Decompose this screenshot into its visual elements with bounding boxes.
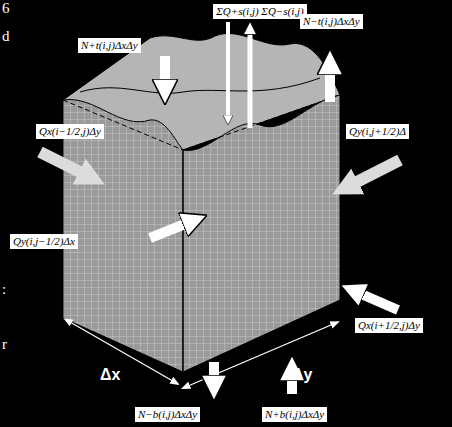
slide-text: 6 — [2, 2, 10, 15]
flux-label: Qx(i+1/2,j)Δy — [355, 318, 423, 333]
flux-label: N+b(i,j)ΔxΔy — [262, 407, 327, 422]
slide-text: d — [2, 30, 10, 43]
slide-text: r — [2, 338, 7, 351]
flux-label: N−b(i,j)ΔxΔy — [135, 407, 200, 422]
slide-text: : — [2, 283, 6, 296]
flux-label: N+t(i,j)ΔxΔy — [78, 38, 141, 53]
dimension-label: Δy — [292, 368, 312, 381]
flux-label: N−t(i,j)ΔxΔy — [300, 14, 363, 29]
flux-label: Qy(i,j−1/2)Δx — [10, 234, 78, 249]
flux-label: Qy(i,j+1/2)Δ — [346, 124, 409, 139]
flux-label: ΣQ+s(i,j) ΣQ−s(i,j) — [213, 4, 307, 19]
dimension-label: Δx — [100, 368, 120, 381]
flux-label: Qx(i−1/2,j)Δy — [36, 124, 104, 139]
